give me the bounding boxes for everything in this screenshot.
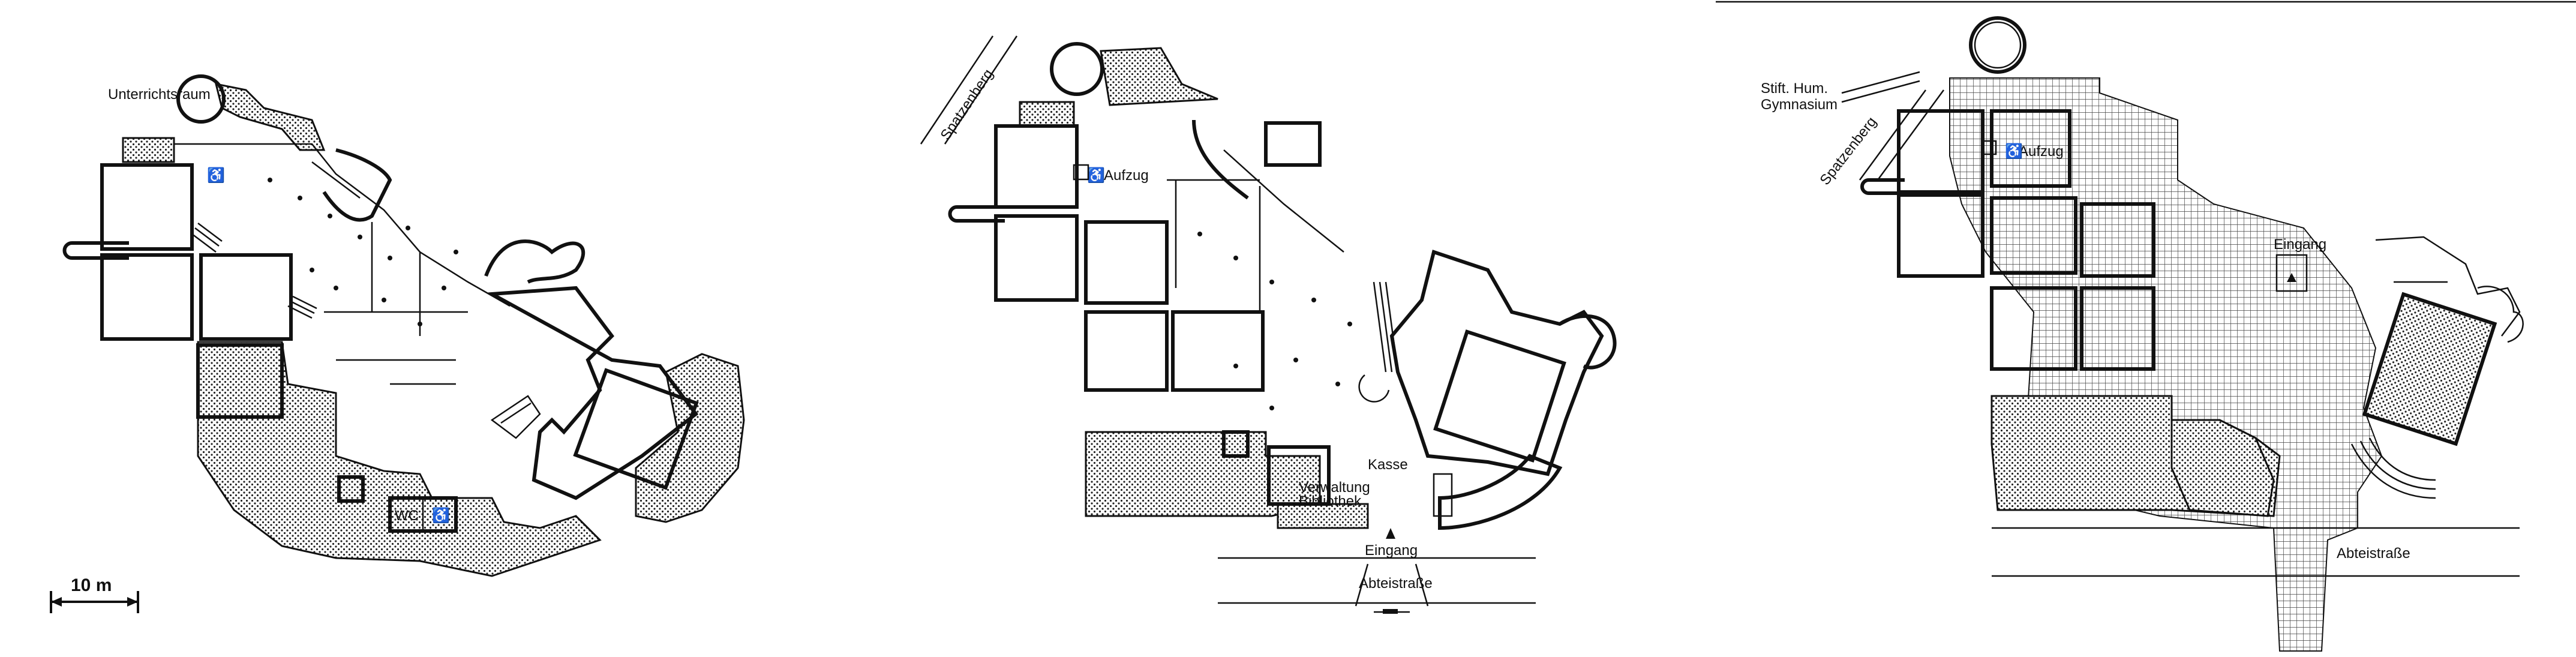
- plaza-grid: [1949, 77, 2383, 652]
- hatched-area-west-site: [2170, 419, 2275, 517]
- balcony-ground: [948, 205, 1005, 223]
- entrance-box: [2275, 254, 2308, 292]
- wheelchair-icon: ♿: [432, 507, 450, 524]
- curved-corridor: [1192, 119, 1249, 200]
- round-tower: [1050, 42, 1104, 96]
- stairs-west: [191, 223, 317, 319]
- elevator-site-label: Aufzug: [2019, 143, 2064, 160]
- room-sw: [196, 343, 284, 419]
- library-label: Bibliothek: [1299, 493, 1362, 509]
- plan-ground-level: Spatzenberg Aufzug ♿: [920, 35, 1617, 614]
- spiral-east: [1358, 374, 1390, 403]
- stair-hatch-south: [1433, 473, 1453, 517]
- hatched-area-south-ground: [1085, 431, 1321, 517]
- entrance-label: Eingang: [1365, 542, 1418, 559]
- wc-label: WC: [395, 508, 419, 524]
- hatched-strip-nw: [1019, 101, 1075, 127]
- street-north-site-label: Spatzenberg: [1817, 114, 1880, 188]
- elevator-box: [1073, 164, 1089, 181]
- classroom-label: Unterrichtsraum: [108, 86, 211, 103]
- stair-east: [1373, 281, 1399, 373]
- east-cloud-site: [2477, 286, 2524, 343]
- entry-curve: [322, 148, 392, 222]
- east-pavilion-site: [2362, 292, 2497, 446]
- room-blocks-site: [1897, 109, 2155, 371]
- hatched-block-west: [122, 137, 175, 163]
- balcony-site: [1860, 178, 1905, 195]
- wheelchair-icon: ♿: [2005, 143, 2023, 160]
- hatched-tower-link: [1100, 47, 1218, 106]
- cross-box-ground: [1222, 430, 1250, 458]
- room-blocks-ground: [994, 124, 1265, 392]
- column-grid-ground: [1197, 232, 1352, 410]
- east-outline-site: [2375, 236, 2521, 337]
- spiral-stair: [490, 395, 541, 439]
- scale-label: 10 m: [71, 575, 112, 595]
- plan-lower-level: WC ♿ ♿ Unterrichtsraum 10 m: [50, 74, 745, 613]
- cashier-label: Kasse: [1368, 457, 1408, 473]
- curved-terrace: [2350, 437, 2436, 499]
- corridor-diagonal: [1167, 149, 1344, 312]
- room-nw: [100, 163, 194, 251]
- boundary-curve: [484, 239, 586, 284]
- wheelchair-icon: ♿: [1087, 167, 1105, 184]
- admin-label: Verwaltung: [1299, 479, 1370, 496]
- balcony-west: [62, 241, 129, 260]
- room-blocks: [100, 163, 293, 419]
- school-label-2: Gymnasium: [1761, 97, 1838, 113]
- classroom-round: [176, 74, 226, 124]
- elevator-label: Aufzug: [1104, 167, 1149, 184]
- room-c1: [199, 253, 293, 341]
- column-grid: [268, 178, 458, 326]
- entrance-arrow: [1386, 528, 1395, 539]
- admin-block: [1267, 445, 1331, 506]
- curved-stair-south: [1438, 454, 1563, 530]
- east-room: [573, 368, 699, 490]
- street-south-site-label: Abteistraße: [2337, 545, 2410, 562]
- elevator-site-box: [1981, 140, 1997, 155]
- entrance-site-label: Eingang: [2274, 236, 2326, 253]
- round-tower-site: [1969, 16, 2026, 74]
- entrance-arrow-site: [2287, 273, 2296, 282]
- hatched-area-south: [197, 341, 602, 577]
- east-wing-outline: [485, 286, 699, 500]
- east-block-ground: [1433, 329, 1566, 463]
- cross-box: [337, 475, 365, 503]
- hatched-area-north: [214, 83, 326, 151]
- school-label-1: Stift. Hum.: [1761, 80, 1828, 97]
- north-pavilion: [1264, 121, 1322, 167]
- hatched-area-east: [635, 353, 745, 523]
- corridors: [174, 143, 511, 385]
- room-w1: [100, 253, 194, 341]
- scale-bar: 10 m: [50, 575, 139, 613]
- plan-site: Stift. Hum. Gymnasium Spatzenberg Aufzug…: [1716, 1, 2576, 652]
- east-wing-ground: [1389, 250, 1604, 476]
- wheelchair-icon: ♿: [207, 167, 225, 184]
- east-cloud-edge: [1559, 314, 1617, 370]
